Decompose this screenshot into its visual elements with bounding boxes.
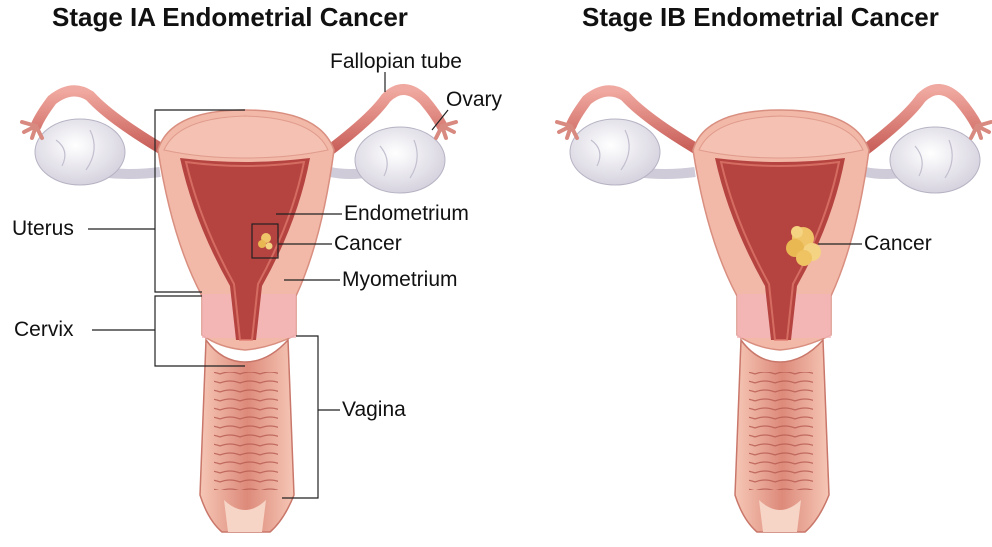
label-endometrium: Endometrium (344, 202, 469, 226)
label-vagina: Vagina (342, 398, 406, 422)
label-fallopian-tube: Fallopian tube (330, 50, 462, 74)
label-myometrium: Myometrium (342, 268, 458, 292)
label-cancer-stage-ib: Cancer (864, 232, 932, 256)
label-cancer-stage-ia: Cancer (334, 232, 402, 256)
label-cervix: Cervix (14, 318, 74, 342)
label-ovary: Ovary (446, 88, 502, 112)
label-uterus: Uterus (12, 217, 74, 241)
